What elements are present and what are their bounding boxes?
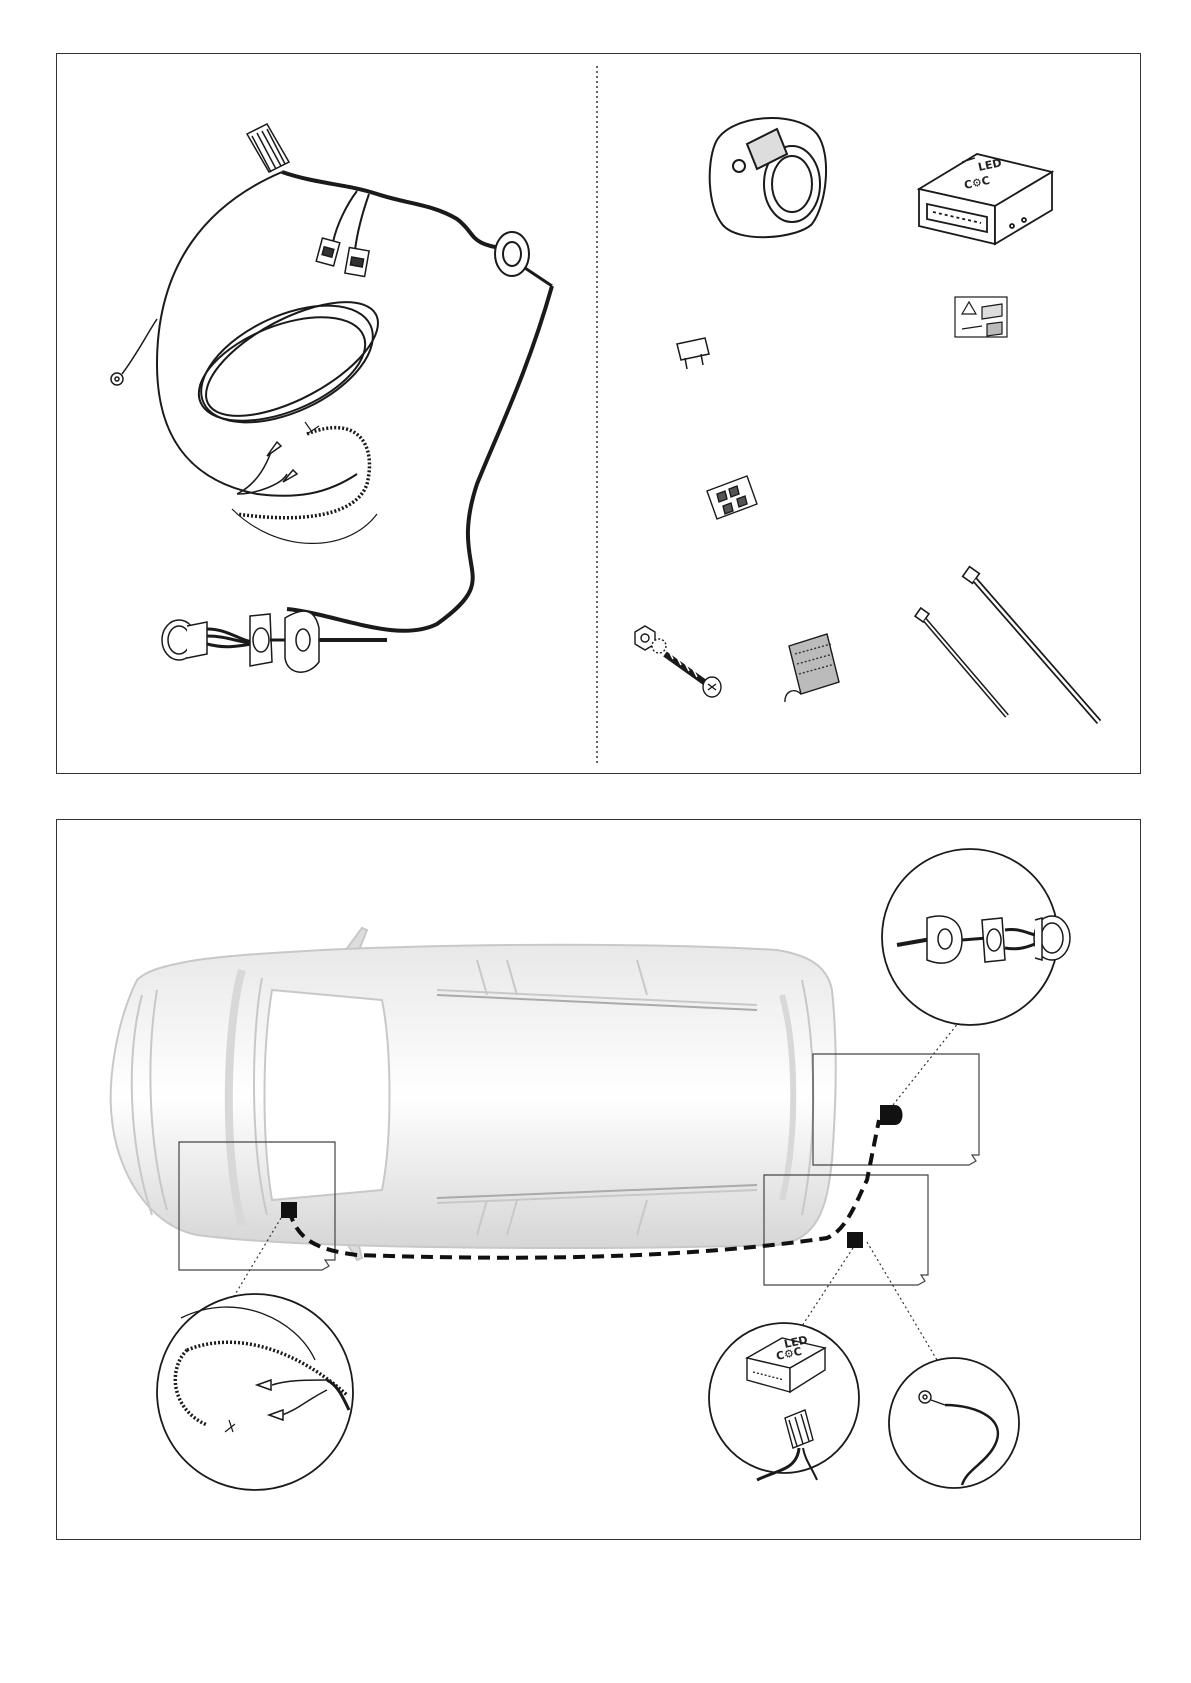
connection-point-rear	[847, 1232, 863, 1248]
car-top-view	[111, 928, 836, 1260]
led-control-module: LED C⚙C	[919, 154, 1052, 244]
vehicle-connector-plug	[247, 124, 289, 172]
mounting-plate-1	[250, 614, 272, 666]
installation-panel: LED C⚙C	[56, 819, 1141, 1540]
kit-contents-drawing: LED C⚙C	[57, 54, 1142, 775]
leader-rear-module	[802, 1248, 853, 1326]
cable-tie-short	[915, 608, 1007, 716]
trailer-socket-13pin	[162, 620, 252, 660]
connection-point-front	[281, 1202, 297, 1218]
alligator-clip-1	[267, 442, 281, 456]
coiled-cable	[183, 279, 394, 446]
detail-circle-earth	[889, 1358, 1019, 1488]
small-plug-1	[316, 238, 340, 266]
nut-washer-screw	[635, 626, 721, 697]
terminal-block	[707, 476, 757, 519]
mounting-plate-2	[285, 611, 319, 672]
socket-housing	[710, 118, 826, 237]
mini-fuse	[677, 338, 709, 369]
earth-ring-terminal	[111, 373, 123, 385]
adhesive-pad	[785, 634, 839, 702]
detail-circle-front-clips	[157, 1294, 353, 1490]
cable-tie-long	[963, 567, 1099, 722]
wiring-harness	[111, 124, 552, 672]
kit-contents-panel: LED C⚙C	[56, 53, 1141, 774]
detail-circle-module: LED C⚙C	[709, 1323, 859, 1480]
cable-grommet	[495, 232, 552, 286]
socket-marker	[880, 1105, 903, 1125]
leader-socket	[893, 1022, 959, 1105]
installation-drawing: LED C⚙C	[57, 820, 1142, 1541]
small-plug-2	[345, 247, 369, 276]
leader-rear-earth	[867, 1242, 937, 1360]
warning-sticker	[955, 297, 1007, 337]
spiral-wrap	[237, 428, 370, 518]
detail-circle-socket	[882, 849, 1070, 1025]
